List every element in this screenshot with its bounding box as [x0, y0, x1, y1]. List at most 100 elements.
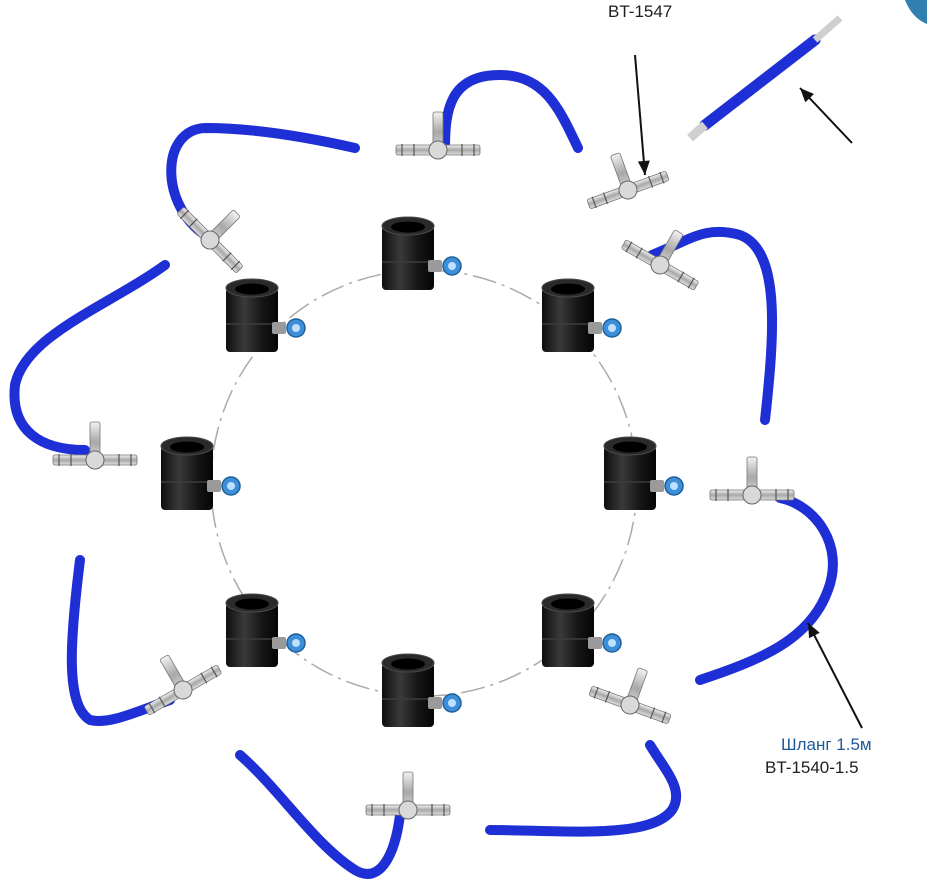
tee-thread-mark	[602, 192, 609, 205]
hose-part-number-label: BT-1540-1.5	[765, 758, 859, 777]
tee-body	[742, 485, 762, 505]
cylinder-bore	[235, 598, 269, 610]
cylinder-body	[161, 446, 213, 510]
tee-fitting-icon	[365, 771, 451, 820]
hydraulic-cylinder-icon	[160, 436, 241, 510]
coupler-face	[608, 639, 616, 647]
tee-fitting-icon	[144, 654, 222, 715]
tee-thread-mark	[647, 175, 654, 188]
tee-body	[398, 800, 418, 820]
coupler-face	[448, 699, 456, 707]
arrow-shaft	[634, 54, 646, 176]
tee-body	[173, 680, 193, 700]
tee-fitting-icon	[621, 229, 699, 290]
tee-body	[650, 255, 670, 275]
cylinder-body	[542, 603, 594, 667]
hose-callout-arrow	[807, 622, 863, 729]
hydraulic-cylinder-icon	[541, 278, 622, 352]
tee-fitting-icon	[709, 456, 795, 505]
coupler-face	[292, 639, 300, 647]
cylinder-body	[382, 226, 434, 290]
hydraulic-hose-3	[647, 226, 778, 425]
tee-fitting-icon	[588, 667, 672, 724]
arrow-head	[808, 623, 820, 639]
hydraulic-hose-1	[166, 122, 360, 240]
cylinder-port	[588, 637, 602, 649]
tee-thread-mark	[625, 241, 633, 253]
coupler-face	[448, 262, 456, 270]
cylinder-port	[650, 480, 664, 492]
cylinder-body	[382, 663, 434, 727]
cylinder-bore	[170, 441, 204, 453]
tee-body	[620, 695, 640, 715]
hydraulic-cylinder-icon	[225, 593, 306, 667]
hydraulic-hose-5	[485, 740, 682, 837]
tee-thread-mark	[661, 711, 667, 724]
tee-fitting-icon	[586, 152, 670, 209]
hydraulic-hose-6	[235, 750, 405, 879]
hydraulic-cylinder-icon	[225, 278, 306, 352]
tee-fitting-icon	[52, 421, 138, 470]
tee-thread-mark	[158, 696, 166, 708]
tee-fittings	[52, 111, 795, 820]
tee-thread-mark	[179, 209, 190, 220]
cylinder-bore	[391, 221, 425, 233]
tee-thread-mark	[677, 271, 685, 283]
arrow-head	[800, 88, 814, 103]
cylinder-port	[272, 322, 286, 334]
coupler-face	[227, 482, 235, 490]
cylinder-bore	[551, 598, 585, 610]
hydraulic-hose-2	[440, 69, 583, 153]
tee-part-number-label: BT-1547	[608, 2, 673, 21]
tee-thread-mark	[188, 218, 198, 228]
cylinder-port	[428, 260, 442, 272]
tee-fitting-icon	[395, 111, 481, 160]
hose-title-label: Шланг 1.5м	[781, 735, 872, 754]
coupler-face	[608, 324, 616, 332]
tee-thread-mark	[604, 690, 611, 703]
cylinder-port	[207, 480, 221, 492]
arrow-head	[637, 160, 650, 175]
feed-hose-callout-arrow	[799, 87, 853, 144]
cylinder-bore	[391, 658, 425, 670]
tee-thread-mark	[210, 666, 218, 678]
cylinder-body	[604, 446, 656, 510]
cylinder-port	[588, 322, 602, 334]
hydraulic-hose-8	[9, 260, 170, 455]
tee-body	[428, 140, 448, 160]
hydraulic-cylinder-icon	[381, 653, 462, 727]
cylinder-body	[226, 603, 278, 667]
tee-thread-mark	[659, 171, 665, 184]
feed-hose-end-fitting	[812, 15, 843, 43]
cylinder-bore	[235, 283, 269, 295]
tee-body	[85, 450, 105, 470]
feed-hose	[699, 34, 821, 131]
tee-body	[200, 230, 220, 250]
tee-thread-mark	[635, 247, 643, 259]
hydraulic-cylinder-icon	[541, 593, 622, 667]
tee-fitting-icon	[177, 207, 243, 273]
hydraulic-cylinder-icon	[381, 216, 462, 290]
hydraulic-hose-7	[66, 555, 175, 726]
cylinder-bore	[551, 283, 585, 295]
cylinder-bore	[613, 441, 647, 453]
tee-callout-arrow	[634, 54, 650, 176]
tee-thread-mark	[148, 702, 156, 714]
coupler-face	[292, 324, 300, 332]
cylinders-group	[160, 216, 684, 727]
pump-hose-end-icon	[905, 0, 927, 24]
tee-thread-mark	[687, 277, 695, 289]
hose-network	[9, 15, 843, 879]
tee-thread-mark	[222, 252, 232, 262]
hydraulic-cylinder-icon	[603, 436, 684, 510]
arrow-shaft	[807, 622, 863, 729]
coupler-face	[670, 482, 678, 490]
cylinder-port	[272, 637, 286, 649]
tee-body	[618, 180, 638, 200]
tee-thread-mark	[649, 707, 656, 720]
cylinder-body	[226, 288, 278, 352]
hydraulic-hose-4	[695, 493, 838, 685]
feed-hose-coupler	[687, 121, 708, 142]
tee-thread-mark	[230, 260, 241, 271]
